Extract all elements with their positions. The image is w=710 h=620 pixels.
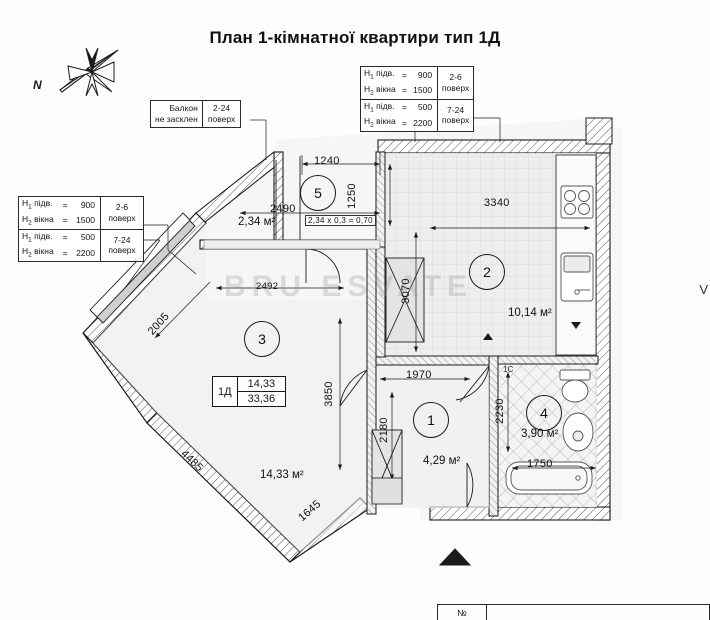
- note-value: 500: [72, 228, 101, 246]
- note-row: H1 підв. = 500 7-24 поверх: [361, 98, 473, 132]
- dimension-lines: [124, 117, 596, 480]
- note-label: H1 підв.: [364, 68, 395, 81]
- note-label: H1 підв.: [22, 198, 53, 211]
- note-eq: =: [401, 69, 407, 80]
- compass-north-label: N: [33, 78, 42, 92]
- window-nw: [89, 212, 196, 324]
- balcony-door: [305, 248, 341, 284]
- note-row: H1 підв. = 900 2-6 поверх: [361, 67, 473, 100]
- note-eq: =: [62, 199, 68, 210]
- balcony-calc-label: 2,34 х 0,3 = 0,70: [305, 215, 376, 226]
- balcony-note-floor-word: поверх: [207, 114, 236, 125]
- note-row: H2 вікна = 2200: [19, 245, 143, 261]
- balcony-note-line2: не засклен: [155, 114, 198, 125]
- balcony-slab: [203, 239, 381, 250]
- bathroom-door: [455, 365, 490, 403]
- dim-3340: 3340: [484, 197, 510, 209]
- area-label-1: 4,29 м²: [423, 455, 461, 467]
- height-note-top-table: H1 підв. = 900 2-6 поверх H2 вікна = 150…: [361, 67, 473, 132]
- note-label: H1 підв.: [361, 98, 399, 116]
- note-floors: 2-6 поверх: [437, 67, 473, 100]
- area-label-2: 10,14 м²: [508, 307, 552, 319]
- note-eq: =: [62, 215, 68, 226]
- note-floors: 7-24 поверх: [100, 228, 143, 262]
- dim-2490: 2490: [270, 203, 296, 215]
- dim-2180: 2180: [377, 417, 390, 443]
- dim-1750: 1750: [527, 458, 553, 470]
- room-number-4: 4: [526, 395, 562, 431]
- note-value: 1500: [413, 85, 433, 96]
- dim-3850: 3850: [322, 381, 335, 407]
- note-row: H1 підв. = 500 7-24 поверх: [19, 228, 143, 262]
- room-number-5: 5: [300, 175, 336, 211]
- note-row: H2 вікна = 1500: [361, 83, 473, 99]
- note-row: H2 вікна = 2200: [361, 115, 473, 131]
- note-floors: 7-24 поверх: [437, 98, 473, 132]
- note-eq: =: [401, 118, 407, 129]
- entrance-marker: [438, 548, 472, 566]
- balcony-note-floor-range: 2-24: [213, 103, 231, 113]
- balcony-note-line1: Балкон: [169, 103, 198, 113]
- note-eq: =: [62, 248, 68, 259]
- balcony-note-text: Балкон не засклен: [151, 101, 202, 127]
- direction-arrows: [483, 312, 581, 350]
- height-note-top: H1 підв. = 900 2-6 поверх H2 вікна = 150…: [360, 66, 474, 133]
- note-value: 900: [417, 69, 433, 80]
- note-value: 500: [410, 98, 438, 116]
- apartment-type-code: 1Д: [213, 377, 238, 406]
- area-label-5: 2,34 м²: [238, 216, 276, 228]
- area-label-4: 3,90 м²: [521, 428, 559, 440]
- washbasin-icon: [562, 412, 594, 452]
- dim-3070: 3070: [399, 278, 412, 304]
- apartment-areas: 14,33 33,36: [237, 377, 286, 406]
- apartment-type-box: 1Д 14,33 33,36: [212, 376, 287, 407]
- dim-2492: 2492: [256, 281, 279, 292]
- exterior-walls: [377, 127, 611, 521]
- kitchen-doorway: [430, 355, 470, 366]
- note-label: H2 вікна: [364, 83, 396, 97]
- note-row: H2 вікна = 1500: [19, 213, 143, 229]
- stove-icon: [560, 185, 594, 219]
- entry-door: [466, 462, 474, 508]
- balcony-note: Балкон не засклен 2-24 поверх: [150, 100, 242, 129]
- sink-icon: [560, 252, 594, 302]
- note-eq: =: [398, 98, 411, 116]
- dim-1240: 1240: [314, 155, 340, 167]
- room-number-2: 2: [469, 254, 505, 290]
- note-value: 2200: [413, 118, 433, 129]
- dim-1970: 1970: [406, 369, 432, 381]
- area-label-3: 14,33 м²: [260, 469, 304, 481]
- spec-table-col-rest: [487, 605, 709, 620]
- note-eq: =: [401, 85, 407, 96]
- compass-rose: [59, 47, 119, 97]
- note-row: H1 підв. = 900 2-6 поверх: [19, 197, 143, 230]
- balcony-note-floors: 2-24 поверх: [201, 101, 240, 128]
- note-floors: 2-6 поверх: [100, 197, 143, 230]
- room-number-1: 1: [413, 402, 449, 438]
- height-note-left-table: H1 підв. = 900 2-6 поверх H2 вікна = 150…: [19, 197, 143, 262]
- height-note-left: H1 підв. = 900 2-6 поверх H2 вікна = 150…: [18, 196, 144, 263]
- spec-table-col-number: №: [438, 605, 487, 620]
- note-label: H2 вікна: [364, 116, 396, 130]
- window-south: [371, 477, 403, 505]
- dim-2230: 2230: [493, 398, 506, 424]
- toilet-icon: [559, 369, 591, 403]
- note-value: 2200: [76, 248, 95, 259]
- note-value: 900: [80, 199, 95, 210]
- apartment-living-area: 14,33: [247, 378, 276, 390]
- dim-1250: 1250: [345, 183, 358, 209]
- note-label: H1 підв.: [19, 228, 59, 246]
- note-value: 1500: [76, 215, 95, 226]
- note-eq: =: [58, 228, 73, 246]
- v-marker: V: [699, 282, 708, 297]
- note-label: H2 вікна: [22, 246, 54, 260]
- page-title: План 1-кімнатної квартири тип 1Д: [209, 28, 501, 47]
- apartment-total-area: 33,36: [237, 391, 286, 406]
- interior-walls: [366, 151, 599, 517]
- specification-table: №: [437, 604, 710, 620]
- room-number-3: 3: [244, 321, 280, 357]
- riser-label-1c: 1С: [503, 365, 514, 374]
- note-label: H2 вікна: [22, 213, 54, 227]
